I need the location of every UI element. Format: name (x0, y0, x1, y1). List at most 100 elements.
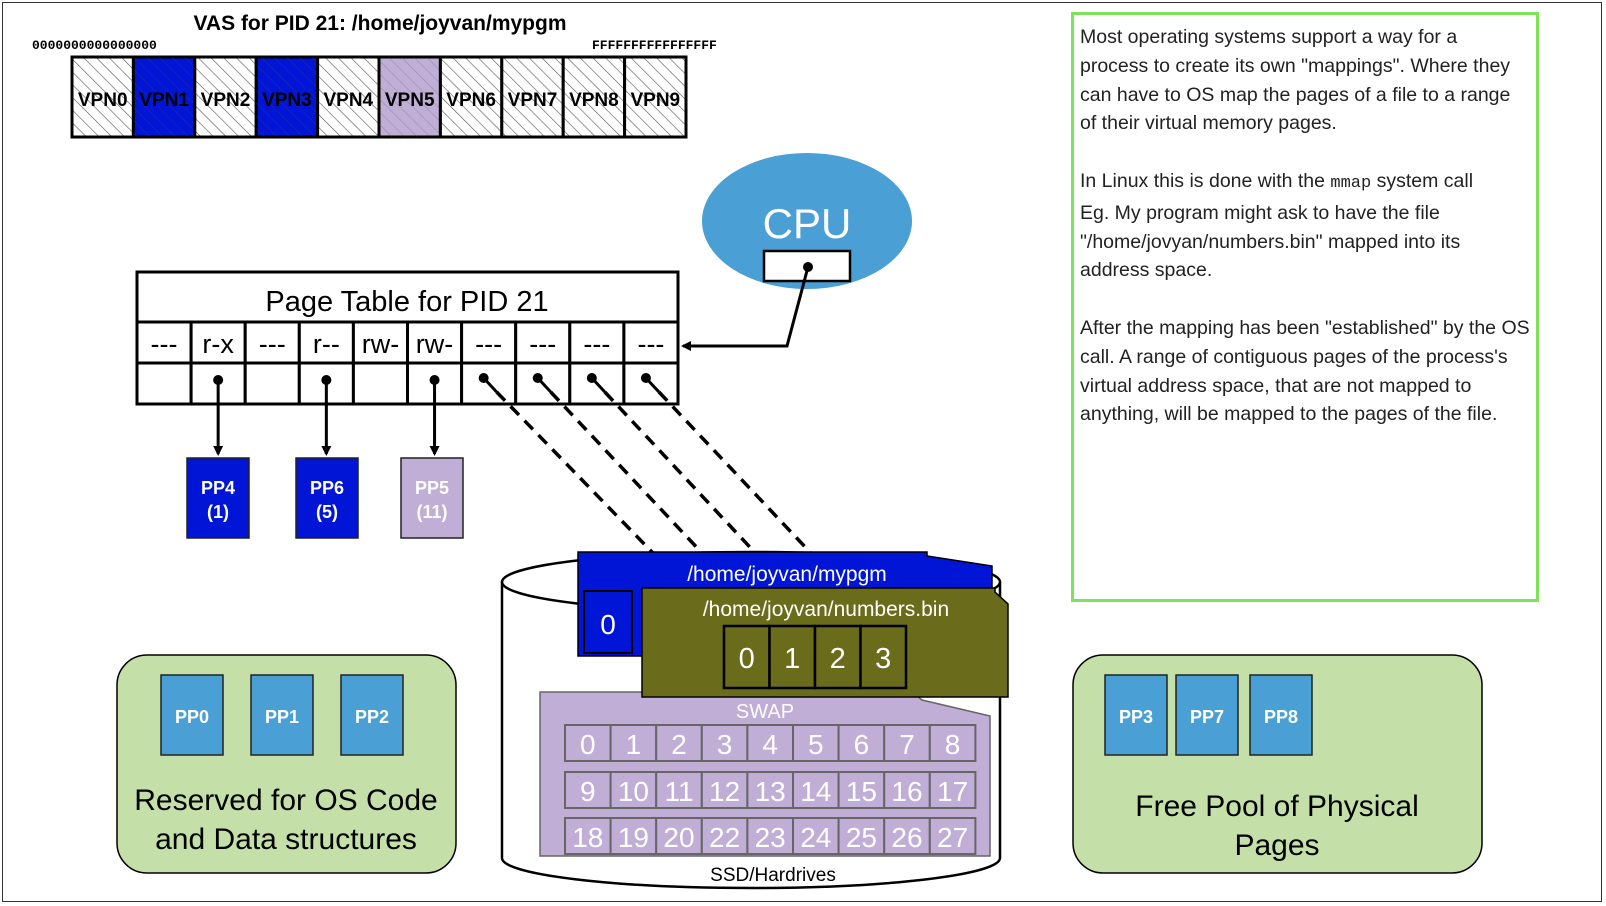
vas-page-9 (623, 55, 688, 139)
physical-page-sub: (5) (316, 502, 338, 522)
physical-page-label-pp1: PP1 (265, 707, 299, 727)
vas-page-label-2: VPN2 (201, 90, 251, 111)
vas-end-address: FFFFFFFFFFFFFFFF (592, 38, 717, 53)
file-numbers-page-label-3: 3 (875, 643, 891, 675)
vas-page-7 (500, 55, 565, 139)
physical-page-label-pp3: PP3 (1119, 707, 1153, 727)
swap-slot (564, 771, 612, 809)
pte-perm-9: --- (637, 329, 664, 359)
swap-slot-label: 23 (755, 822, 786, 853)
swap-slot-label: 9 (580, 776, 596, 807)
note-p2-text-before: In Linux this is done with the (1080, 169, 1331, 192)
file-numbers-page-label-1: 1 (784, 643, 800, 675)
swap-slot-label: 19 (618, 822, 649, 853)
vas-page-4 (316, 55, 381, 139)
swap-slot-label: 22 (709, 822, 740, 853)
swap-slot (746, 771, 795, 809)
vas-start-address: 0000000000000000 (32, 38, 157, 53)
note-p2-example: Eg. My program might ask to have the fil… (1080, 201, 1461, 282)
page-table-title: Page Table for PID 21 (265, 286, 548, 318)
swap-slot-label: 2 (671, 729, 687, 760)
vas-page-2 (193, 55, 258, 139)
physical-page-label: PP4 (201, 478, 235, 498)
vas-page-hatch (379, 57, 441, 137)
swap-slot (564, 817, 612, 855)
swap-slot-label: 7 (899, 729, 915, 760)
swap-slot-label: 5 (808, 729, 824, 760)
pte-frame-cell-0 (135, 361, 193, 406)
file-mypgm-page-0 (583, 590, 633, 654)
physical-page-pp3 (1104, 674, 1168, 756)
physical-page-pp7 (1175, 674, 1239, 756)
pte-perm-cell-7 (514, 320, 572, 365)
swap-slot-label: 25 (846, 822, 877, 853)
pte-mmap-stub (536, 376, 552, 394)
swap-slot-label: 12 (709, 776, 740, 807)
physical-page-pp2 (340, 674, 404, 756)
file-numbers-page-label-0: 0 (739, 643, 755, 675)
pte-perm-cell-8 (568, 320, 626, 365)
file-mypgm-name: /home/joyvan/mypgm (687, 563, 887, 586)
file-numbers-page-2 (813, 624, 862, 690)
file-numbers-page-label-2: 2 (830, 643, 846, 675)
physical-page-label: PP5 (415, 478, 449, 498)
cpu-to-page-table-arrow (681, 266, 810, 351)
vas-page-hatch (256, 57, 318, 137)
swap-slot-label: 20 (663, 822, 694, 853)
vas-page-label-4: VPN4 (323, 90, 373, 111)
file-mypgm-page-0-label: 0 (600, 609, 616, 640)
vas-page-label-7: VPN7 (508, 90, 558, 111)
swap-slot (837, 724, 886, 762)
vas-page-label-8: VPN8 (569, 90, 619, 111)
swap-slot-label: 15 (846, 776, 877, 807)
note-paragraph-1: Most operating systems support a way for… (1080, 26, 1511, 135)
cpu-ellipse (702, 153, 912, 289)
vas-page-label-3: VPN3 (262, 90, 312, 111)
vas-page-label-5: VPN5 (385, 90, 435, 111)
reserved-label-line1: Reserved for OS Code (134, 784, 437, 817)
physical-page-pp5 (400, 457, 464, 539)
swap-slot (883, 771, 931, 809)
free-pool-label-line1: Free Pool of Physical (1135, 790, 1418, 823)
swap-slot (928, 771, 977, 809)
physical-page-label-pp2: PP2 (355, 707, 389, 727)
swap-slot-label: 8 (945, 729, 961, 760)
pte-mmap-stub (644, 376, 661, 394)
swap-label: SWAP (736, 701, 794, 723)
pte-perm-4: rw- (362, 329, 399, 359)
free-pool-label-line2: Pages (1234, 829, 1319, 862)
cpu-label: CPU (763, 200, 852, 247)
physical-page-pp1 (250, 674, 314, 756)
swap-slot-label: 27 (937, 822, 968, 853)
pte-perm-0: --- (151, 329, 178, 359)
swap-slot (883, 724, 931, 762)
physical-page-label: PP6 (310, 478, 344, 498)
vas-page-label-6: VPN6 (446, 90, 496, 111)
swap-slot-label: 4 (762, 729, 778, 760)
swap-slot-label: 6 (854, 729, 870, 760)
pte-perm-2: --- (259, 329, 286, 359)
physical-page-sub: (11) (416, 502, 447, 522)
explanation-note: Most operating systems support a way for… (1071, 12, 1539, 602)
mapped-physical-pages: PP4(1)PP6(5)PP5(11) (186, 375, 464, 539)
pte-frame-cell-2 (243, 361, 301, 406)
swap-slot-label: 1 (626, 729, 642, 760)
pte-perm-6: --- (475, 329, 502, 359)
vas-title: VAS for PID 21: /home/joyvan/mypgm (193, 12, 566, 35)
pte-mmap-stub (590, 376, 606, 394)
swap-slot-label: 24 (800, 822, 831, 853)
pte-perm-8: --- (583, 329, 610, 359)
note-paragraph-2: In Linux this is done with the mmap syst… (1080, 167, 1530, 285)
pte-perm-3: r-- (313, 329, 340, 359)
vas-page-hatch (133, 57, 195, 137)
swap-slot (700, 817, 749, 855)
vas-page-label-0: VPN0 (78, 90, 128, 111)
file-numbers-page-0 (722, 624, 771, 690)
file-numbers-name: /home/joyvan/numbers.bin (703, 598, 949, 621)
vas-page-label-9: VPN9 (630, 90, 680, 111)
